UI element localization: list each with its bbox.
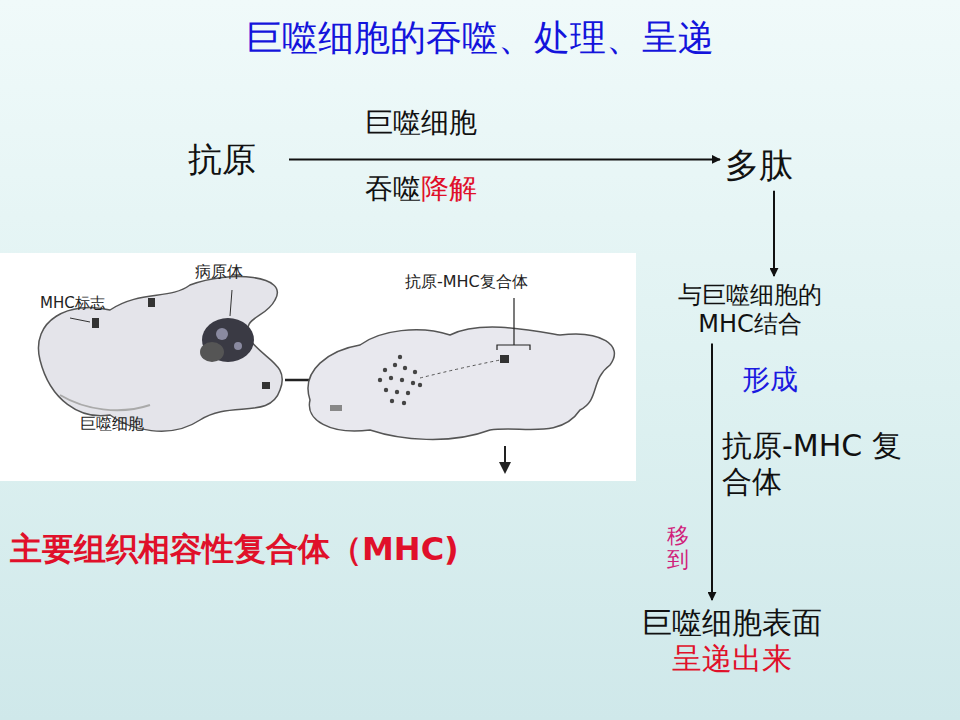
macrophage-cell <box>38 277 282 432</box>
step-text: 抗原 <box>188 139 256 180</box>
step-text: 巨噬细胞表面 <box>615 605 849 641</box>
step-text: 与巨噬细胞的 MHC结合 <box>658 281 842 339</box>
peptide-dots <box>378 355 422 405</box>
text-label: 主要组织相容性复合体（MHC) <box>10 530 459 568</box>
text-label: 降解 <box>421 172 477 206</box>
text-label: 病原体 <box>195 262 243 281</box>
leader-line <box>70 318 90 322</box>
antigen-mhc-complex <box>500 355 509 363</box>
step-text: 多肽 <box>725 145 793 186</box>
text-label: 形成 <box>742 363 798 397</box>
pathogen <box>200 342 224 362</box>
flow-step: 巨噬细胞表面呈递出来 <box>612 602 852 680</box>
title: 巨噬细胞的吞噬、处理、呈递 <box>0 16 960 59</box>
text-label: MHC标志 <box>40 294 105 312</box>
transport-path <box>420 360 500 378</box>
flow-arrow <box>773 191 775 276</box>
edge-label: 巨噬细胞 <box>365 106 477 140</box>
bracket <box>497 345 530 350</box>
mhc-marker <box>262 382 270 389</box>
picture-panel <box>0 253 636 481</box>
mhc-marker <box>148 298 155 307</box>
flow-arrow <box>711 344 713 600</box>
step-text: 呈递出来 <box>615 641 849 677</box>
flow-step: 抗原 <box>185 136 259 183</box>
pathogen-spot <box>234 342 242 350</box>
cell-detail <box>330 405 342 411</box>
text-label: 抗原-MHC复合体 <box>405 272 528 291</box>
mhc-marker <box>92 318 99 328</box>
down-arrow <box>499 462 511 474</box>
macrophage-cell <box>308 327 614 439</box>
leader-line <box>513 298 514 345</box>
text-label: 吞噬 <box>365 172 421 206</box>
flow-step: 与巨噬细胞的 MHC结合 <box>655 278 845 342</box>
pathogen-spot <box>216 328 228 340</box>
text-label: 巨噬细胞 <box>80 414 144 433</box>
text-label: 移到 <box>667 524 689 572</box>
flow-arrow <box>289 158 720 160</box>
flow-step: 多肽 <box>722 142 796 189</box>
cell-shading <box>60 395 150 410</box>
edge-label: 抗原-MHC 复合体 <box>722 428 902 500</box>
leader-line <box>230 290 232 316</box>
